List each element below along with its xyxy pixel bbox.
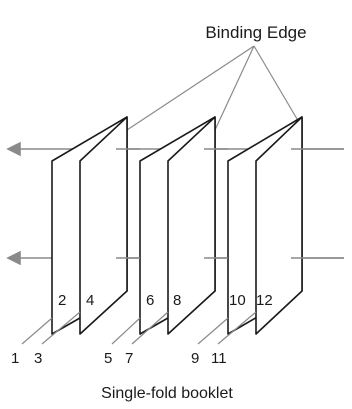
- outer-page-numbers: 1 3 5 7 9 11: [11, 350, 227, 367]
- page-leader-lines: [21, 311, 257, 345]
- pointer-line-3: [253, 45, 301, 125]
- sheet-1-front-leaf: [79, 116, 128, 335]
- page-number-6: 6: [146, 292, 154, 309]
- sheet-2-front-leaf: [167, 116, 216, 335]
- leader-line-7: [131, 311, 169, 345]
- page-number-3: 3: [34, 350, 42, 367]
- page-number-7: 7: [125, 350, 133, 367]
- leader-line-1: [21, 317, 53, 345]
- binding-edge-label: Binding Edge: [205, 23, 306, 42]
- leader-line-5: [111, 317, 141, 345]
- left-arrow-icon: [6, 141, 21, 157]
- page-number-11: 11: [211, 350, 227, 367]
- leader-line-11: [217, 311, 257, 345]
- leader-line-9: [197, 317, 229, 345]
- page-number-4: 4: [86, 292, 94, 309]
- left-arrow-icon: [6, 250, 21, 266]
- page-number-5: 5: [104, 350, 112, 367]
- page-number-12: 12: [256, 292, 273, 309]
- guide-arrow-gaps: [116, 148, 344, 259]
- binding-pointer-lines: [126, 45, 301, 131]
- page-number-2: 2: [58, 292, 66, 309]
- leader-line-3: [41, 311, 81, 345]
- page-number-1: 1: [11, 350, 19, 367]
- inner-page-numbers: 2 4 6 8 10 12: [58, 292, 273, 309]
- pointer-line-1: [126, 45, 255, 131]
- sheet-3-front-leaf: [255, 116, 303, 335]
- pointer-line-2: [214, 45, 255, 131]
- page-number-10: 10: [229, 292, 246, 309]
- page-number-8: 8: [173, 292, 181, 309]
- sheet-1: [51, 116, 128, 335]
- sheet-2: [139, 116, 216, 335]
- page-number-9: 9: [191, 350, 199, 367]
- diagram-caption: Single-fold booklet: [101, 385, 233, 402]
- sheet-3: [227, 116, 303, 335]
